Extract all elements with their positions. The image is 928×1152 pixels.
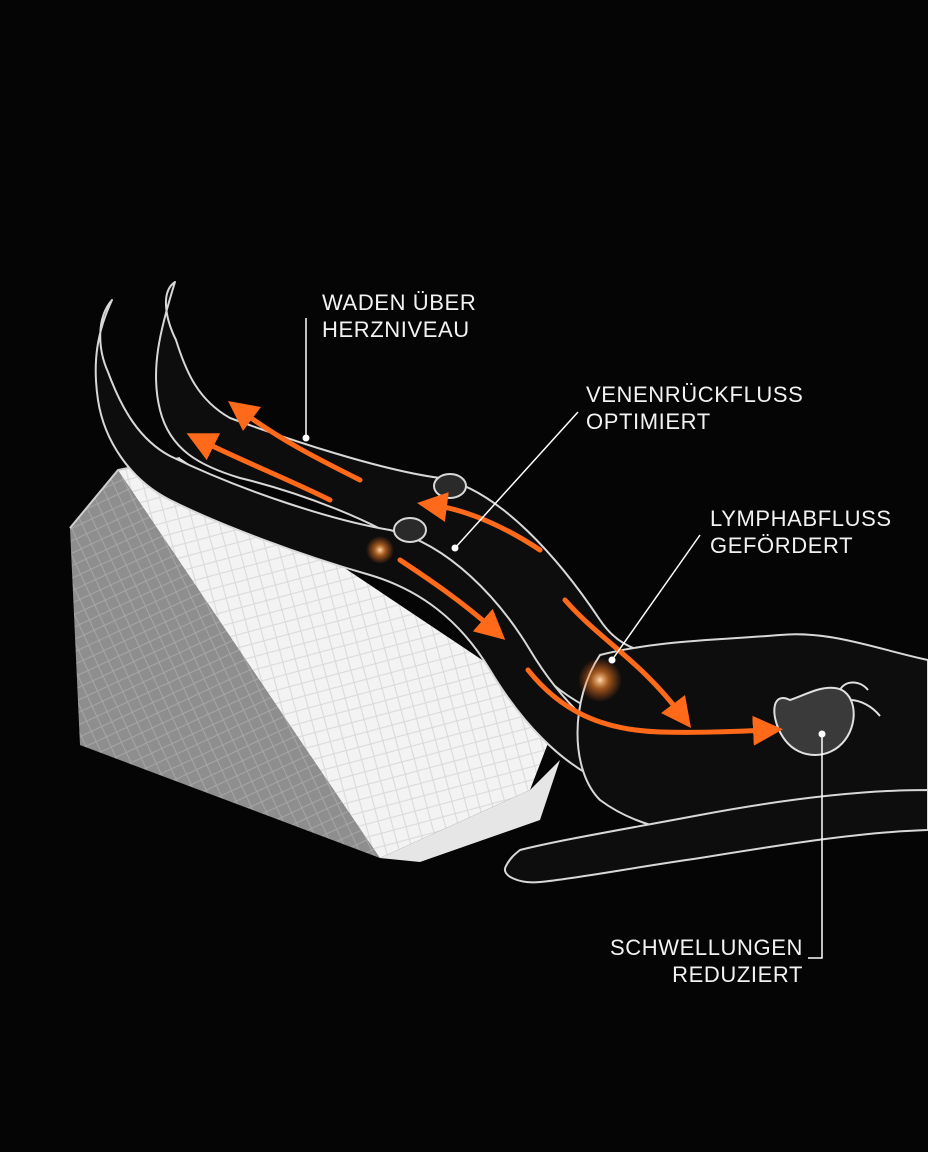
callout-swelling: SCHWELLUNGEN REDUZIERT: [610, 934, 803, 988]
pillow-front-face: [380, 760, 560, 862]
flow-arrows: [186, 401, 783, 746]
flow-arrow-icon: [186, 433, 333, 503]
callout-lymph-line2: GEFÖRDERT: [710, 533, 854, 558]
callout-calves: WADEN ÜBER HERZNIVEAU: [322, 289, 476, 343]
knee-upper: [433, 473, 467, 499]
pillow-top-face: [118, 458, 560, 858]
callout-swelling-line1: SCHWELLUNGEN: [609, 935, 803, 960]
callout-calves-line2: HERZNIVEAU: [322, 317, 470, 342]
callout-dots: [302, 434, 826, 738]
callout-lymph-line1: LYMPHABFLUSS: [710, 506, 892, 531]
flow-arrow-icon: [525, 667, 783, 746]
knee-lower: [393, 517, 427, 543]
ankle-glow: [366, 536, 394, 564]
flow-arrow-icon: [397, 557, 506, 640]
flow-arrow-icon: [227, 401, 363, 483]
callout-venous-line1: VENENRÜCKFLUSS: [586, 382, 804, 407]
callout-lymph: LYMPHABFLUSS GEFÖRDERT: [710, 505, 892, 559]
callout-venous: VENENRÜCKFLUSS OPTIMIERT: [586, 381, 803, 435]
callout-calves-line1: WADEN ÜBER: [322, 290, 477, 315]
flow-arrow-icon: [417, 492, 543, 553]
callout-lines: [305, 318, 823, 959]
wedge-pillow: [69, 457, 560, 862]
flow-arrow-icon: [562, 597, 692, 728]
callout-venous-line2: OPTIMIERT: [586, 409, 711, 434]
lymph-glow: [578, 658, 622, 702]
callout-swelling-line2: REDUZIERT: [672, 962, 803, 987]
